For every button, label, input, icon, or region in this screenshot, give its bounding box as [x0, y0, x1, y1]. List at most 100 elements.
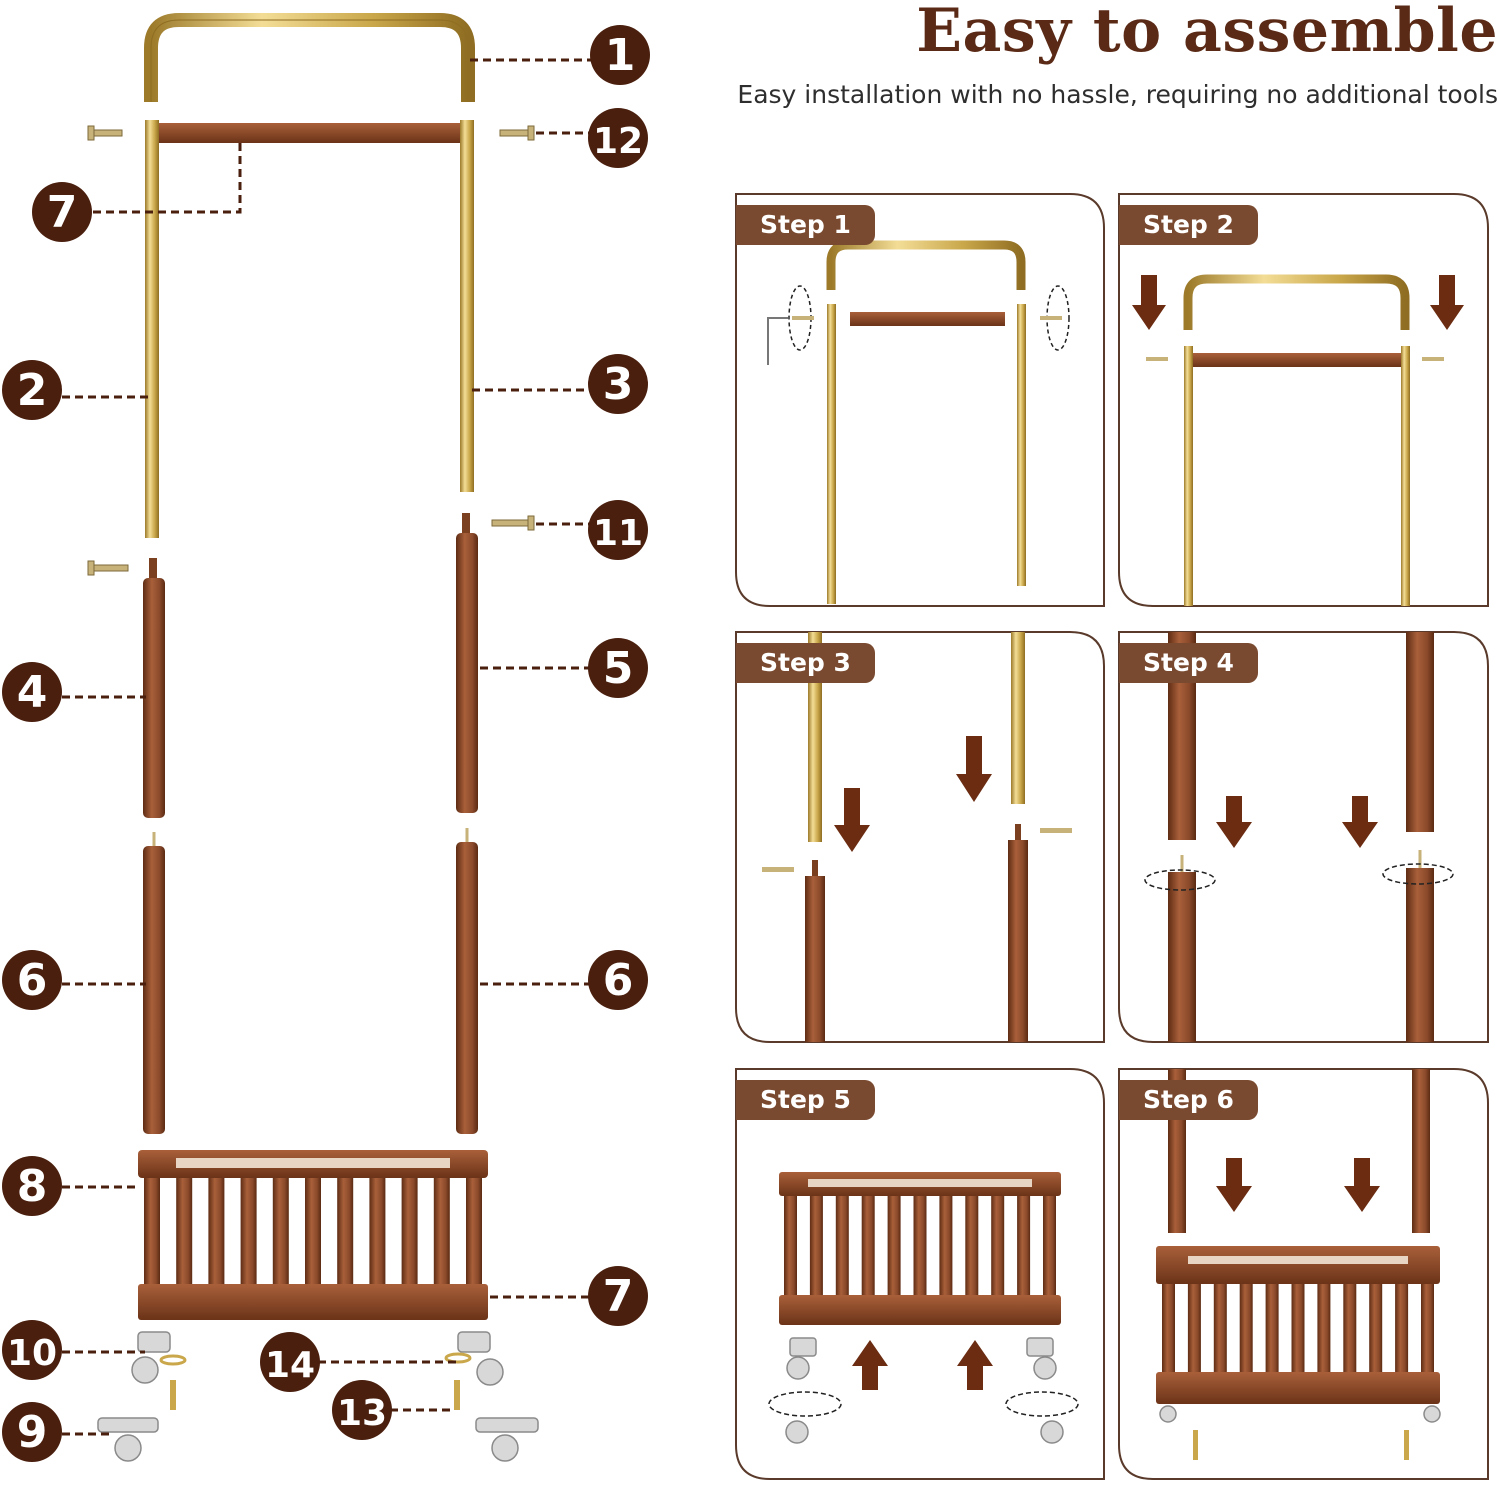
callout-badge: 2 [2, 360, 62, 420]
step-panels [735, 193, 1489, 1480]
crate-slat [305, 1178, 321, 1286]
callout-number: 7 [47, 187, 78, 238]
callout-badge: 9 [2, 1402, 62, 1462]
callout-number: 8 [17, 1161, 48, 1212]
crate-slat [1395, 1284, 1409, 1374]
crate-slat [1265, 1284, 1279, 1374]
callout-number: 3 [603, 359, 634, 410]
step-label-4: Step 4 [1119, 643, 1258, 683]
callout-badge: 11 [588, 500, 648, 560]
crate-slat [1369, 1284, 1383, 1374]
crate-slat [240, 1178, 257, 1286]
crate-slat [1343, 1284, 1357, 1374]
crate-slat [1162, 1284, 1175, 1374]
wooden-crossbar [159, 123, 460, 143]
exploded-view: 1 12 7 2 3 11 4 5 6 6 8 7 10 14 13 9 [2, 13, 650, 1462]
crate-slat [991, 1196, 1005, 1296]
crate-slat [965, 1196, 979, 1296]
callout-number: 12 [593, 121, 643, 162]
crate-slat [1187, 1284, 1201, 1374]
step-2-panel [1118, 193, 1489, 607]
crate-slat [1043, 1196, 1056, 1296]
callout-number: 2 [17, 365, 48, 416]
crate-slat [1213, 1284, 1227, 1374]
step-label-6: Step 6 [1119, 1080, 1258, 1120]
callout-badge: 10 [2, 1320, 62, 1380]
screw-icon [87, 125, 535, 141]
step-label-1: Step 1 [736, 205, 875, 245]
crate-slat [272, 1178, 289, 1286]
callout-number: 6 [17, 955, 48, 1006]
top-brass-frame [144, 13, 475, 102]
callout-number: 9 [17, 1407, 48, 1458]
callout-badge: 14 [260, 1332, 320, 1392]
crate-slat [369, 1178, 386, 1286]
step-label-3: Step 3 [736, 643, 875, 683]
callout-number: 10 [7, 1333, 57, 1374]
step-1-panel [735, 193, 1105, 607]
step-label-2: Step 2 [1119, 205, 1258, 245]
callout-badge: 8 [2, 1156, 62, 1216]
down-arrow-icon [834, 736, 992, 852]
callout-badge: 1 [590, 25, 650, 85]
callout-number: 5 [603, 643, 634, 694]
caster-wheel-icon [97, 1331, 539, 1462]
crate-slat [337, 1178, 354, 1286]
base-crate [138, 1150, 488, 1320]
wood-pole-4 [143, 578, 165, 818]
crate-slat [809, 1196, 823, 1296]
callout-number: 4 [17, 667, 48, 718]
down-arrow-icon [1132, 275, 1464, 330]
screw-icon [87, 515, 535, 576]
down-arrow-icon [1216, 796, 1378, 848]
step-1-illustration [767, 240, 1070, 604]
callout-badge: 12 [588, 108, 648, 168]
callout-number: 13 [337, 1393, 387, 1434]
crate-slat [208, 1178, 225, 1286]
page-subtitle: Easy installation with no hassle, requir… [737, 80, 1498, 109]
wood-pole-6-left [143, 846, 165, 1134]
step-5-illustration [768, 1172, 1079, 1444]
crate-slat [784, 1196, 797, 1296]
crate-slat [939, 1196, 953, 1296]
brass-upright-right [460, 120, 474, 492]
crate-slat [913, 1196, 927, 1296]
crate-slat [433, 1178, 450, 1286]
callout-number: 6 [603, 955, 634, 1006]
down-arrow-icon [1216, 1158, 1380, 1212]
callout-number: 1 [605, 30, 636, 81]
callout-badge: 6 [2, 950, 62, 1010]
crate-slat [1291, 1284, 1305, 1374]
crate-slat [887, 1196, 901, 1296]
callout-badge: 13 [332, 1380, 392, 1440]
callout-badge: 5 [588, 638, 648, 698]
crate-slat [401, 1178, 418, 1286]
brass-upright-left [145, 120, 159, 538]
caster-bolt-icon [159, 1352, 472, 1410]
callout-badge: 7 [32, 182, 92, 242]
wood-pole-6-right [456, 842, 478, 1134]
step-3-panel [735, 631, 1105, 1043]
crate-slat [1239, 1284, 1253, 1374]
crate-slat [1017, 1196, 1031, 1296]
up-arrow-icon [852, 1340, 993, 1390]
crate-slat [466, 1178, 482, 1286]
step-2-illustration [1132, 274, 1464, 606]
wood-pole-5 [456, 533, 478, 813]
crate-slat [1317, 1284, 1331, 1374]
callout-badge: 6 [588, 950, 648, 1010]
step-4-panel [1118, 631, 1489, 1043]
callout-badge: 4 [2, 662, 62, 722]
callout-number: 14 [265, 1345, 315, 1386]
crate-slat [835, 1196, 849, 1296]
callout-badge: 7 [588, 1266, 648, 1326]
crate-slat [144, 1178, 160, 1286]
crate-slat [861, 1196, 875, 1296]
crate-slat [176, 1178, 193, 1286]
step-3-illustration [762, 632, 1072, 1042]
callout-number: 11 [593, 513, 643, 554]
crate-slat [1421, 1284, 1434, 1374]
step-label-5: Step 5 [736, 1080, 875, 1120]
callout-number: 7 [603, 1271, 634, 1322]
